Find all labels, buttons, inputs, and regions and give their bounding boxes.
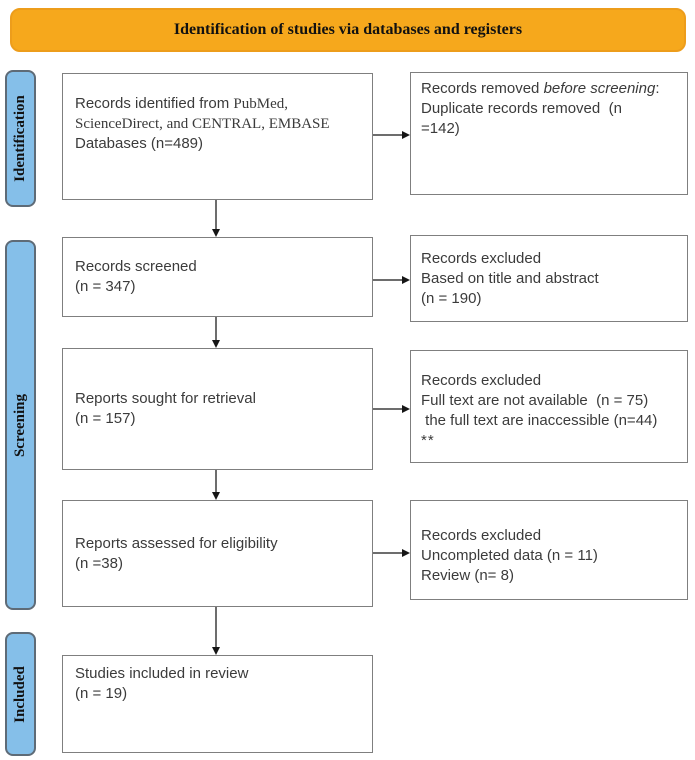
box-records-excluded-data: Records excluded Uncompleted data (n = 1… <box>410 500 688 600</box>
stage-label-identification: Identification <box>12 95 29 182</box>
box-studies-included: Studies included in review (n = 19) <box>62 655 373 753</box>
box-records-removed: Records removed before screening: Duplic… <box>410 72 688 195</box>
box-records-removed-line3: =142) <box>421 120 460 137</box>
box-records-excluded-fulltext-line1: Records excluded <box>421 372 542 389</box>
header-banner: Identification of studies via databases … <box>10 8 686 52</box>
box-reports-assessed-line1: Reports assessed for eligibility <box>75 534 278 552</box>
box-records-excluded-fulltext-line2: Full text are not available (n = 75) <box>421 392 649 409</box>
stage-band-included: Included <box>5 632 36 756</box>
connector-line <box>215 607 217 648</box>
box-studies-included-line1: Studies included in review <box>75 665 249 682</box>
arrowhead-right-icon <box>402 404 410 413</box>
stage-band-identification: Identification <box>5 70 36 207</box>
arrowhead-right-icon <box>402 548 410 557</box>
box-records-excluded-title-line3: (n = 190) <box>421 290 482 307</box>
box-records-excluded-title-line2: Based on title and abstract <box>421 270 599 287</box>
arrowhead-right-icon <box>402 130 410 139</box>
box-reports-assessed: Reports assessed for eligibility (n =38) <box>62 500 373 607</box>
connector-line <box>215 200 217 230</box>
box-records-excluded-fulltext: Records excluded Full text are not avail… <box>410 350 688 463</box>
arrowhead-right-icon <box>402 275 410 284</box>
arrowhead-down-icon <box>211 340 220 348</box>
box-reports-sought: Reports sought for retrieval (n = 157) <box>62 348 373 470</box>
header-title: Identification of studies via databases … <box>173 21 523 38</box>
box-records-excluded-data-line1: Records excluded <box>421 527 542 544</box>
arrowhead-down-icon <box>211 229 220 237</box>
box-records-excluded-title-abstract: Records excluded Based on title and abst… <box>410 235 688 322</box>
box-records-screened-line1: Records screened <box>75 258 197 275</box>
box-studies-included-line2: (n = 19) <box>75 685 128 702</box>
box-records-identified-line1: Records identified from PubMed, <box>75 95 288 112</box>
stage-band-screening: Screening <box>5 240 36 610</box>
box-records-identified-line3: Databases (n=489) <box>75 135 203 152</box>
box-records-removed-line2: Duplicate records removed (n <box>421 100 622 117</box>
connector-line <box>373 552 402 554</box>
box-reports-sought-line1: Reports sought for retrieval <box>75 390 256 407</box>
connector-line <box>373 408 402 410</box>
box-reports-sought-line2: (n = 157) <box>75 410 136 427</box>
box-reports-assessed-line2: (n =38) <box>75 554 123 572</box>
connector-line <box>215 470 217 493</box>
box-records-removed-line1: Records removed before screening: <box>421 80 660 97</box>
connector-line <box>373 279 402 281</box>
box-records-excluded-data-line3: Review (n= 8) <box>421 567 514 584</box>
box-records-screened-line2: (n = 347) <box>75 278 136 295</box>
box-records-excluded-title-line1: Records excluded <box>421 250 542 267</box>
box-records-screened: Records screened (n = 347) <box>62 237 373 317</box>
stage-label-screening: Screening <box>12 393 28 457</box>
stage-label-included: Included <box>12 665 29 723</box>
arrowhead-down-icon <box>211 492 220 500</box>
box-records-identified-line2: ScienceDirect, and CENTRAL, EMBASE <box>75 116 330 132</box>
box-records-excluded-fulltext-line3: the full text are inaccessible (n=44) <box>421 412 658 429</box>
box-records-excluded-data-line2: Uncompleted data (n = 11) <box>421 547 598 564</box>
box-records-identified: Records identified from PubMed, ScienceD… <box>62 73 373 200</box>
arrowhead-down-icon <box>211 647 220 655</box>
connector-line <box>373 134 402 136</box>
box-records-excluded-fulltext-line4: ** <box>421 432 435 449</box>
connector-line <box>215 317 217 341</box>
